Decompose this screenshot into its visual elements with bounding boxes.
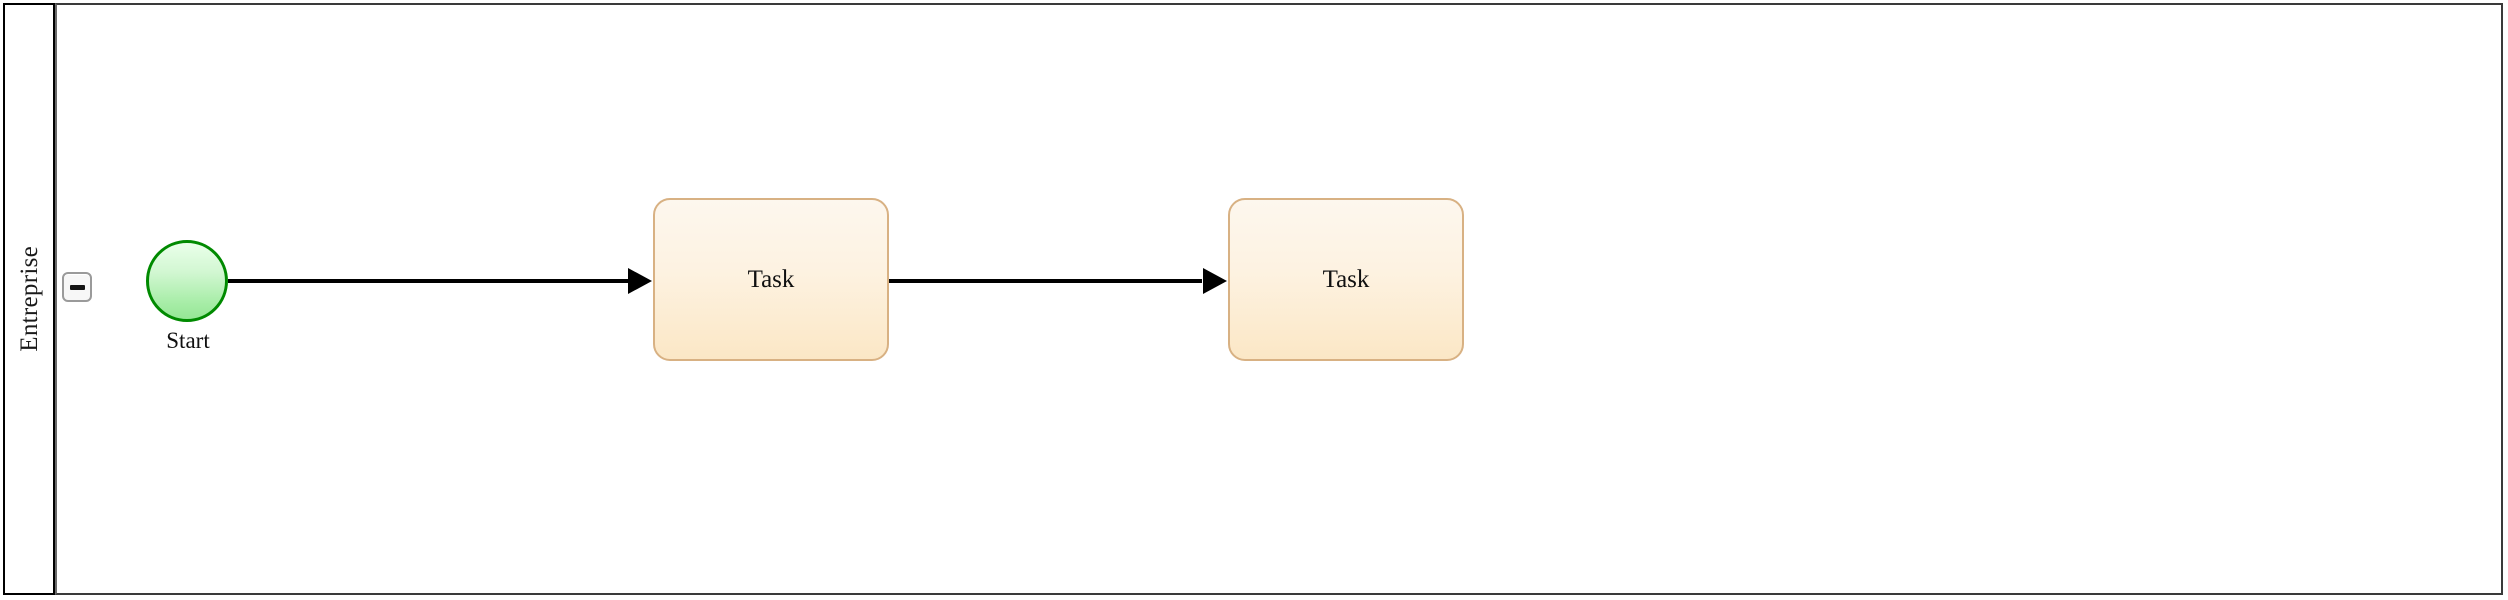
start-event-label: Start	[166, 328, 210, 353]
arrowhead-icon	[1203, 268, 1227, 294]
task-node-2[interactable]: Task	[1228, 198, 1464, 361]
sequence-flow-start-to-task1[interactable]	[228, 279, 628, 283]
start-event-node[interactable]	[146, 240, 228, 322]
arrowhead-icon	[628, 268, 652, 294]
task-label: Task	[1322, 265, 1370, 293]
task-node-1[interactable]: Task	[653, 198, 889, 361]
task-label: Task	[747, 265, 795, 293]
pool-label: Entreprise	[15, 246, 43, 352]
pool-header[interactable]: Entreprise	[3, 3, 55, 595]
minus-icon	[69, 284, 85, 290]
sequence-flow-task1-to-task2[interactable]	[889, 279, 1202, 283]
collapse-lane-toggle[interactable]	[62, 272, 92, 302]
